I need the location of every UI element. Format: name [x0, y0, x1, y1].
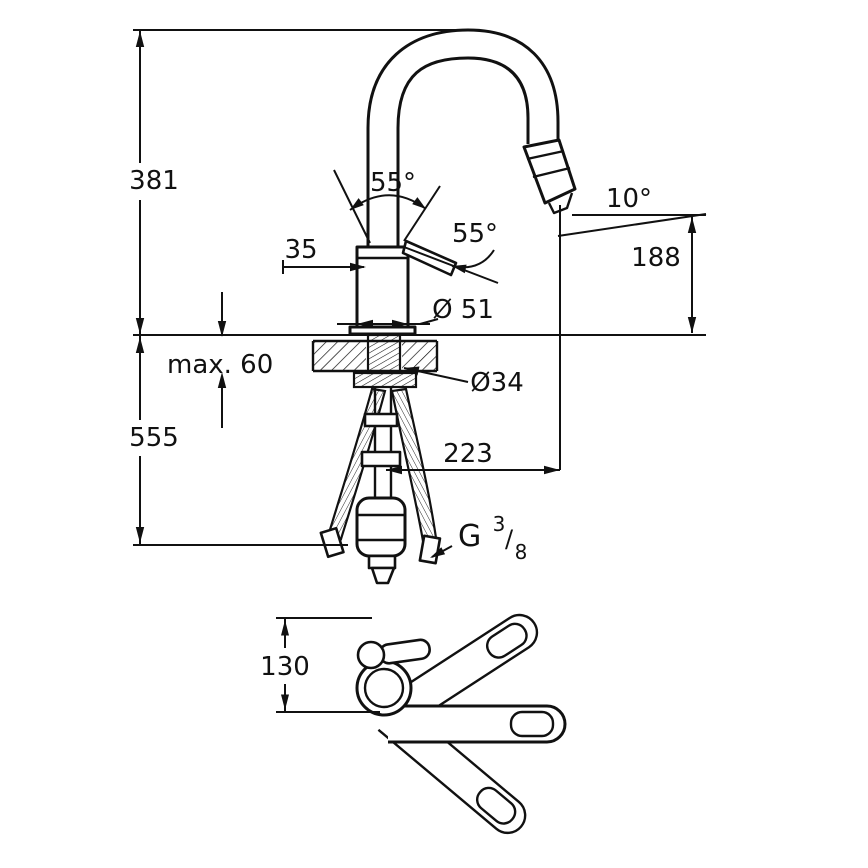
top-view-body-inner	[363, 667, 405, 709]
hose-connector-lower	[360, 450, 402, 468]
dim-188-and-10deg: 10° 188	[557, 184, 707, 333]
dim-10deg-label: 10°	[606, 184, 652, 214]
dim-555-label: 555	[129, 423, 179, 453]
dim-55deg-handle: 55°	[403, 219, 499, 284]
dim-130: 130	[260, 617, 380, 713]
hose-end-tip	[370, 566, 396, 585]
top-view-spout-center-position	[388, 704, 567, 744]
mounting-shank	[366, 333, 402, 375]
dim-381-label: 381	[129, 166, 179, 196]
dim-35-label: 35	[284, 235, 317, 265]
dim-max60-label: max. 60	[167, 350, 273, 380]
hose-weight	[355, 496, 407, 558]
thread-callout: G 3 / 8	[430, 512, 527, 564]
thread-denominator-label: 8	[515, 540, 528, 564]
dim-dia51-label: Ø 51	[432, 295, 494, 325]
top-view-spout-lower-position	[377, 702, 527, 835]
faucet-body	[355, 245, 410, 336]
dim-dia34-label: Ø34	[470, 368, 524, 398]
hose-fitting-right	[418, 534, 442, 565]
top-view-spout-upper-tip	[485, 622, 528, 659]
dim-188-label: 188	[631, 243, 681, 273]
spray-head	[522, 138, 577, 205]
thread-numerator-label: 3	[493, 512, 506, 536]
mounting-nut	[352, 371, 418, 389]
counter-section-hatch-left	[313, 341, 366, 371]
counter-section-hatch-right	[402, 341, 437, 371]
spout-arc-inner	[396, 56, 530, 250]
handle-lever	[401, 239, 458, 277]
hose-weight-bands	[357, 513, 405, 542]
base-flange	[348, 325, 417, 336]
dim-223-label: 223	[443, 439, 493, 469]
thread-prefix-label: G	[458, 519, 481, 554]
hose-end-fitting	[367, 554, 397, 570]
top-view-handle-lever	[378, 638, 431, 665]
top-view-spout-center-tip	[509, 710, 555, 738]
thread-slash-label: /	[505, 525, 514, 553]
dim-55deg-spout-label: 55°	[370, 168, 416, 198]
dim-555: 555	[129, 336, 348, 546]
dim-max60: max. 60	[167, 292, 273, 428]
top-view-faucet	[355, 613, 567, 835]
dim-381: 381	[129, 29, 470, 334]
dim-dia34: Ø34	[403, 366, 524, 398]
dim-35: 35	[282, 235, 366, 274]
dim-dia51: Ø 51	[337, 295, 494, 329]
hose-connector-upper	[363, 412, 399, 428]
pull-out-hose	[373, 387, 393, 498]
dim-55deg-handle-label: 55°	[452, 219, 498, 249]
dim-55deg-spout: 55°	[333, 168, 441, 244]
dim-130-label: 130	[260, 652, 310, 682]
top-view-spout-lower-tip	[475, 786, 517, 825]
top-view-spout-upper-position	[380, 613, 539, 733]
dim-223: 223	[386, 205, 561, 475]
top-view-handle-dome	[356, 640, 386, 670]
